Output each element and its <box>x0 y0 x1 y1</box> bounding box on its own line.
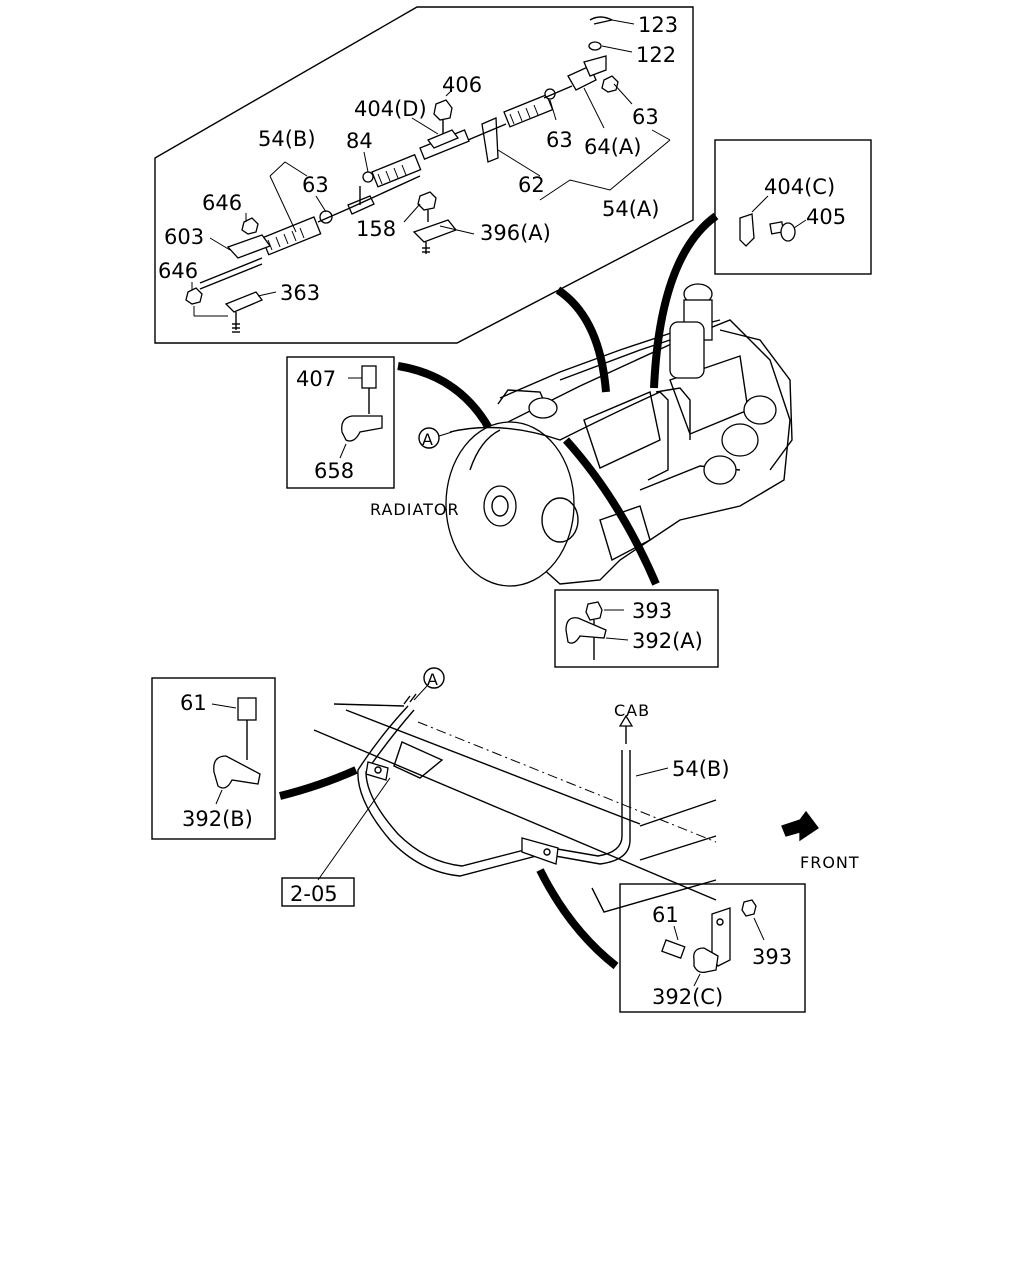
callout-arc-top <box>555 286 610 393</box>
label-392a: 392(A) <box>632 629 703 653</box>
marker-a-chassis <box>423 667 445 689</box>
chassis-cable-route: A CAB 54(B) 2-05 FRONT <box>279 667 860 970</box>
clamp-392a-panel: 393 392(A) <box>554 589 719 668</box>
label-406: 406 <box>442 73 482 97</box>
clamp-392b-frame <box>151 677 276 840</box>
label-122: 122 <box>636 43 676 67</box>
clip-658-panel: 407 658 <box>286 356 395 489</box>
label-cab: CAB <box>614 701 650 720</box>
cable-54a-assembly <box>467 16 619 141</box>
clamp-392a-frame <box>554 589 719 668</box>
label-392c: 392(C) <box>652 985 723 1009</box>
callout-arc-407 <box>397 362 494 432</box>
label-62: 62 <box>518 173 545 197</box>
label-158: 158 <box>356 217 396 241</box>
label-63-middle: 63 <box>546 128 573 152</box>
label-393-b: 393 <box>752 945 792 969</box>
label-363: 363 <box>280 281 320 305</box>
clamp-392b-panel: 61 392(B) <box>151 677 276 840</box>
cable-54b-upper-assembly <box>185 171 375 333</box>
label-404c: 404(C) <box>764 175 835 199</box>
label-646-lower: 646 <box>158 259 198 283</box>
marker-a-engine-label: A <box>422 430 434 449</box>
label-radiator: RADIATOR <box>370 500 460 519</box>
label-392b: 392(B) <box>182 807 253 831</box>
bracket-404c-panel: 404(C) 405 <box>714 139 872 275</box>
label-393-a: 393 <box>632 599 672 623</box>
label-61-a: 61 <box>180 691 207 715</box>
cable-detail-panel: 123 122 406 404(D) 63 54(B) 84 63 64(A) … <box>154 6 694 344</box>
label-64a: 64(A) <box>584 135 641 159</box>
label-658: 658 <box>314 459 354 483</box>
front-arrow-icon <box>781 810 819 842</box>
callout-arc-392b <box>279 766 358 800</box>
callout-arc-404c <box>650 212 719 389</box>
label-63-right: 63 <box>632 105 659 129</box>
marker-a-engine <box>418 427 440 449</box>
clamp-392c-frame <box>619 883 806 1013</box>
marker-a-chassis-label: A <box>427 670 439 689</box>
cable-detail-frame <box>154 6 694 344</box>
label-646-upper: 646 <box>202 191 242 215</box>
reference-2-05: 2-05 <box>290 882 338 906</box>
bracket-404c-frame <box>714 139 872 275</box>
label-405: 405 <box>806 205 846 229</box>
callout-arc-393 <box>563 437 660 586</box>
cable-54b-route <box>357 705 631 877</box>
label-84: 84 <box>346 129 373 153</box>
clamp-392c-panel: 61 393 392(C) <box>619 883 806 1013</box>
label-front: FRONT <box>800 853 860 872</box>
label-603: 603 <box>164 225 204 249</box>
label-407: 407 <box>296 367 336 391</box>
callout-arc-392c <box>536 868 619 970</box>
leader-lines-top <box>191 19 671 297</box>
clip-658-frame <box>286 356 395 489</box>
label-396a: 396(A) <box>480 221 551 245</box>
label-123: 123 <box>638 13 678 37</box>
engine-illustration: A RADIATOR <box>370 212 793 587</box>
label-404d: 404(D) <box>354 97 427 121</box>
label-61-b: 61 <box>652 903 679 927</box>
label-54b-bottom: 54(B) <box>672 757 730 781</box>
label-54a: 54(A) <box>602 197 659 221</box>
reference-2-05-box <box>281 877 355 907</box>
label-54b-top: 54(B) <box>258 127 316 151</box>
label-63-left: 63 <box>302 173 329 197</box>
